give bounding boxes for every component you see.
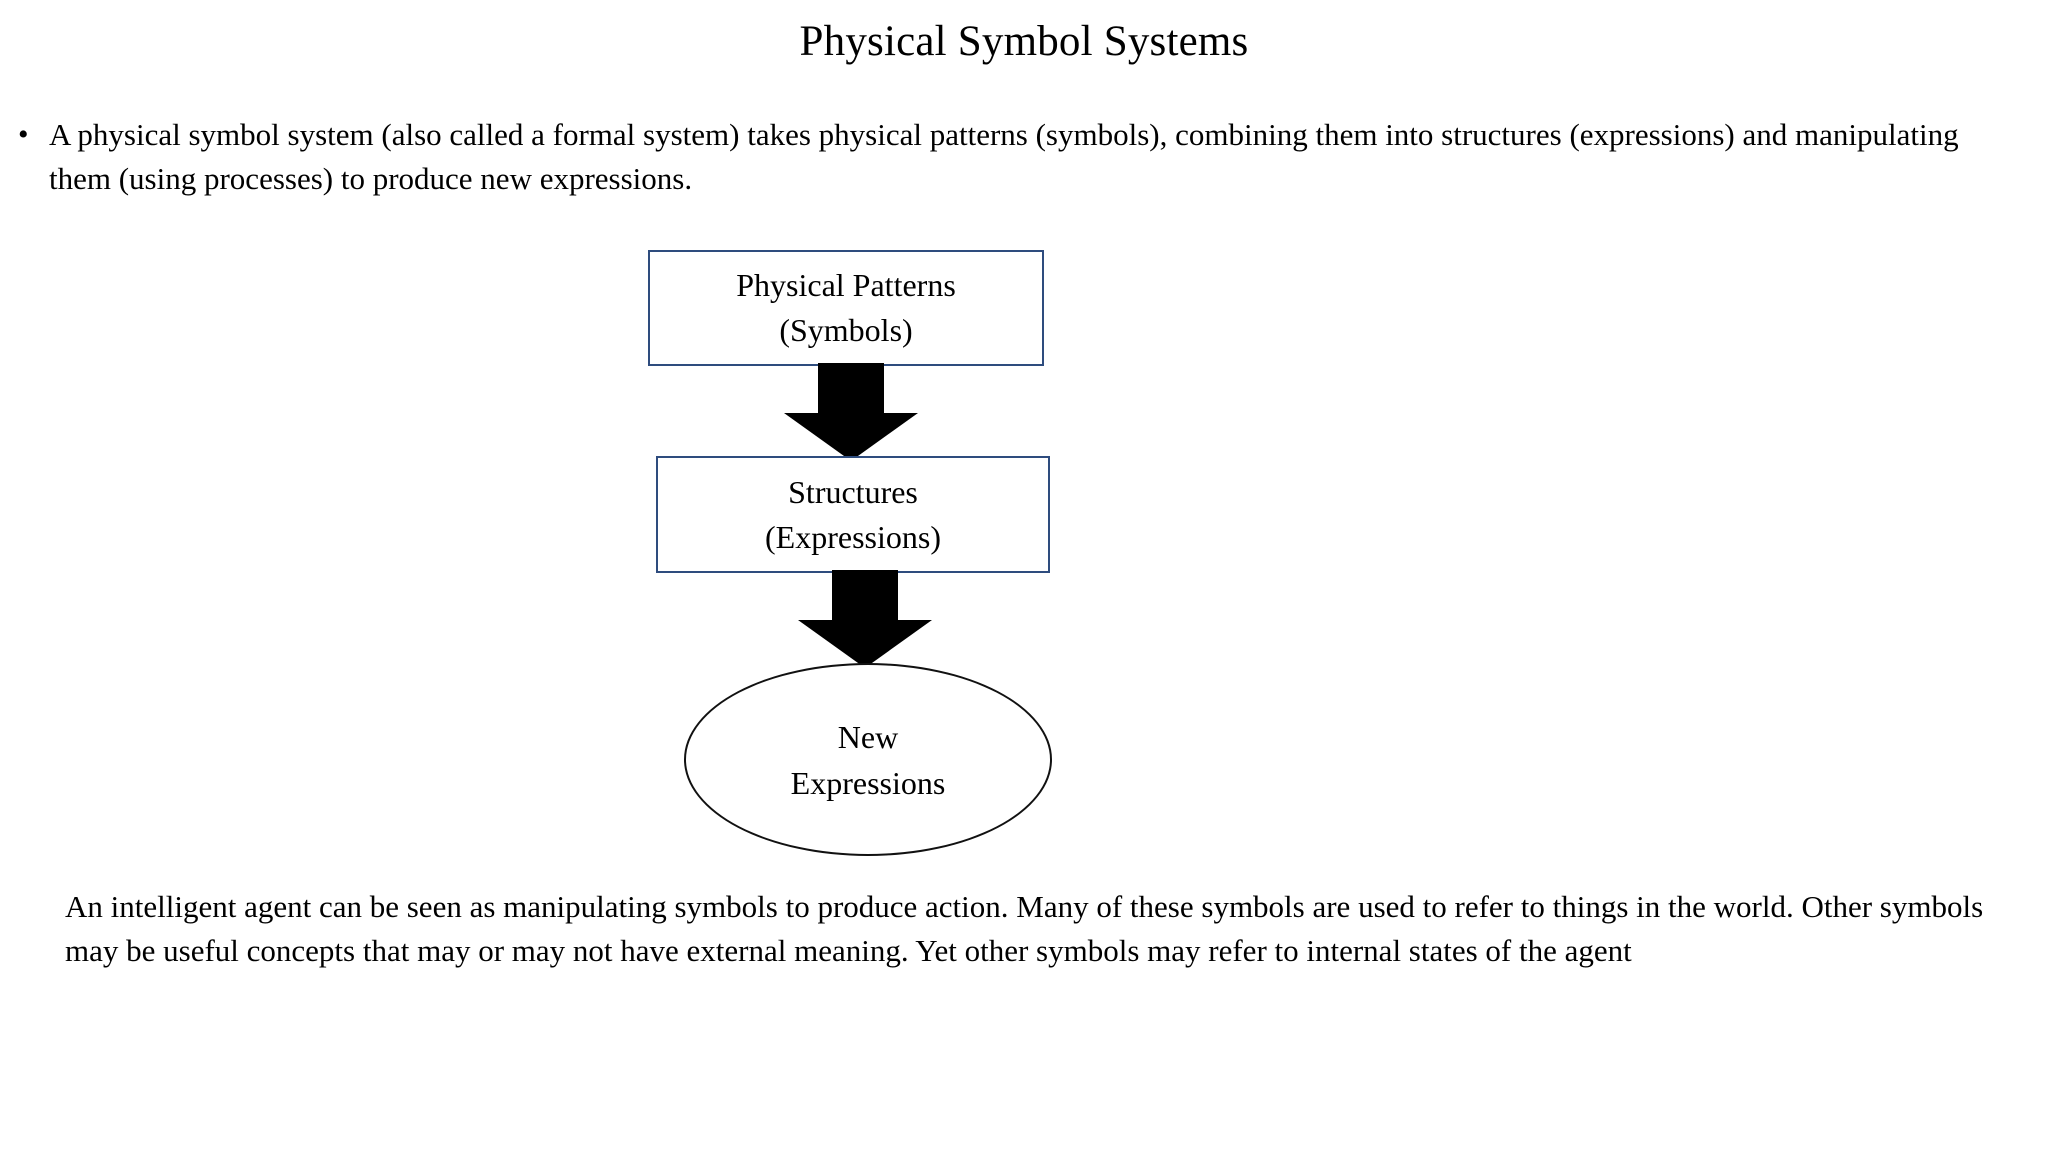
bullet-point-icon: •: [18, 118, 29, 151]
diagram-node-new-expressions[interactable]: New Expressions: [684, 663, 1052, 856]
down-block-arrow-icon-2: [798, 570, 932, 668]
diagram-node-new-expressions-line2: Expressions: [790, 764, 946, 801]
diagram-node-new-expressions-line1: New: [837, 718, 899, 755]
list-item: • A physical symbol system (also called …: [16, 113, 2006, 201]
bullet-item-text: A physical symbol system (also called a …: [49, 117, 1959, 196]
body-paragraph: An intelligent agent can be seen as mani…: [65, 889, 1984, 968]
bullet-list: • A physical symbol system (also called …: [16, 113, 2006, 201]
diagram-node-physical-patterns[interactable]: Physical Patterns (Symbols): [648, 250, 1044, 366]
diagram-node-physical-patterns-line2: (Symbols): [779, 312, 913, 348]
diagram-node-structures-line2: (Expressions): [765, 518, 941, 555]
diagram-node-structures[interactable]: Structures (Expressions): [656, 456, 1050, 573]
diagram-node-structures-line1: Structures: [788, 473, 918, 510]
diagram-node-physical-patterns-line1: Physical Patterns: [736, 267, 956, 303]
page-title: Physical Symbol Systems: [799, 18, 1249, 65]
down-block-arrow-icon-1: [784, 363, 918, 461]
